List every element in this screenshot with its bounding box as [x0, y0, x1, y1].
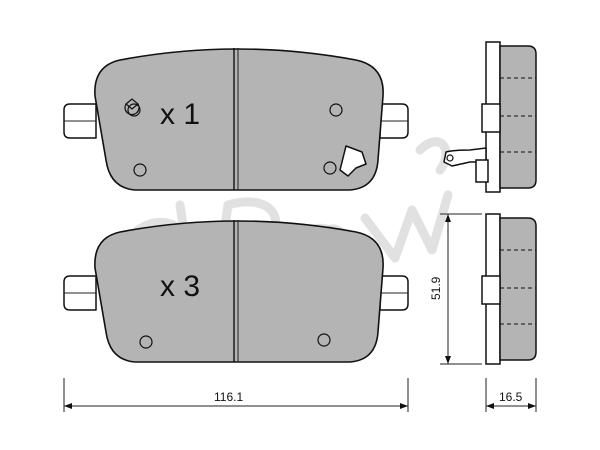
height-dimension: 51.9: [429, 213, 482, 365]
brake-pad-top: x 1: [63, 48, 409, 191]
pad-top-body: [94, 48, 384, 191]
thickness-dimension-label: 16.5: [499, 390, 523, 404]
height-dimension-label: 51.9: [429, 276, 443, 300]
wear-indicator-clip: [339, 145, 367, 177]
side-view-bottom: [481, 213, 537, 365]
pad-top-hole: [323, 161, 337, 175]
side-top-friction: [499, 45, 537, 189]
thickness-dimension: 16.5: [485, 378, 537, 412]
side-top-abutment: [481, 103, 501, 133]
side-view-top: [443, 41, 537, 193]
brake-pad-bottom: x 3: [63, 220, 409, 363]
pad-top-hole: [127, 103, 141, 117]
pad-top-hole: [329, 103, 343, 117]
pad-bottom-body: [94, 220, 384, 363]
quantity-label-bottom: x 3: [160, 270, 200, 303]
width-dimension-label: 116.1: [214, 390, 243, 404]
pad-bottom-hole: [139, 335, 153, 349]
side-bottom-abutment: [481, 275, 501, 305]
pad-bottom-hole: [317, 333, 331, 347]
width-dimension: 116.1: [63, 378, 409, 412]
pad-top-hole: [133, 163, 147, 177]
quantity-label-top: x 1: [160, 98, 200, 131]
side-bottom-friction: [499, 217, 537, 361]
